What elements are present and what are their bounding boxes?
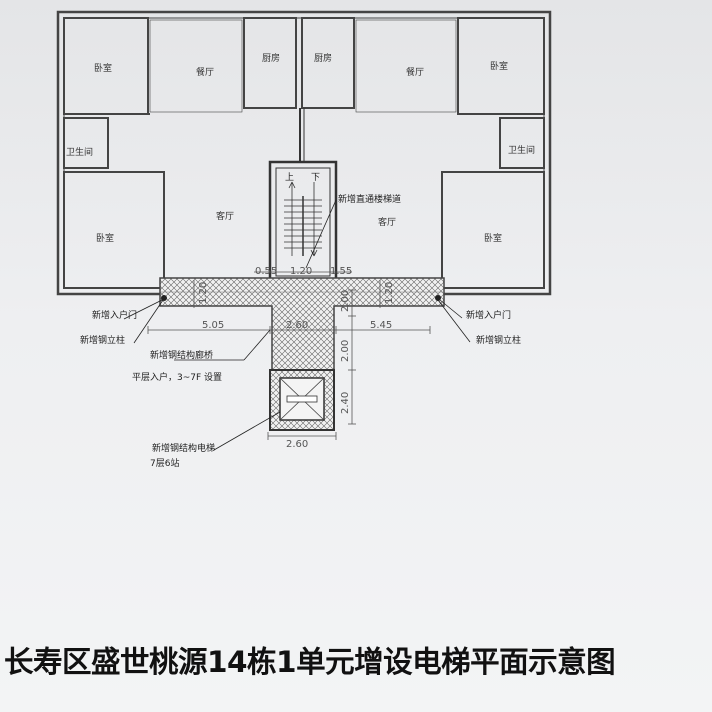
room-label-bathroom: 卫生间: [508, 144, 535, 156]
bathroom-right: [499, 117, 545, 169]
dim-label: 2.60: [286, 439, 308, 450]
room-label-bedroom: 卧室: [94, 62, 112, 74]
bathroom-left: [63, 117, 109, 169]
annotation-elevator-note: 7层6站: [150, 457, 179, 469]
room-label-living: 客厅: [216, 210, 234, 222]
room-label-living: 客厅: [378, 216, 396, 228]
annotation-new-column-right: 新增钢立柱: [476, 334, 521, 346]
leader-lines: [123, 199, 471, 451]
annotation-new-door-left: 新增入户门: [92, 309, 137, 321]
dim-label: 2.60: [286, 320, 308, 331]
room-label-bedroom: 卧室: [490, 60, 508, 72]
annotation-new-corridor: 新增钢结构廊桥: [150, 349, 213, 361]
room-label-dining: 餐厅: [196, 66, 214, 78]
annotation-new-door-right: 新增入户门: [466, 309, 511, 321]
stairwell: [268, 108, 338, 284]
room-label-kitchen: 厨房: [314, 52, 332, 64]
stair-label-up: 上: [285, 172, 294, 183]
annotation-new-passage: 新增直通楼梯道: [338, 193, 401, 205]
room-label-kitchen: 厨房: [262, 52, 280, 64]
room-label-bedroom: 卧室: [484, 232, 502, 244]
dim-label: 1.55: [330, 266, 352, 277]
steel-column-left: [161, 295, 167, 301]
room-label-dining: 餐厅: [406, 66, 424, 78]
steel-column-right: [435, 295, 441, 301]
dim-label: 2.00: [340, 290, 351, 312]
bedroom-bottom-left: [63, 171, 165, 289]
annotation-new-column-left: 新增钢立柱: [80, 334, 125, 346]
dim-label: 0.55: [255, 266, 277, 277]
elevator-shaft: [269, 369, 335, 431]
bedroom-bottom-right: [441, 171, 545, 289]
room-label-bathroom: 卫生间: [66, 146, 93, 158]
diagram-title: 长寿区盛世桃源14栋1单元增设电梯平面示意图: [4, 645, 616, 679]
stair-label-down: 下: [311, 173, 320, 183]
dim-label: 1.20: [198, 282, 209, 304]
dim-label: 2.00: [340, 340, 351, 362]
dim-label: 1.20: [290, 266, 312, 277]
dim-label: 1.20: [384, 282, 395, 304]
room-label-bedroom: 卧室: [96, 232, 114, 244]
annotation-new-elevator: 新增钢结构电梯: [152, 442, 215, 454]
dimension-lines: [147, 271, 431, 440]
dim-label: 5.05: [202, 320, 224, 331]
dim-label: 5.45: [370, 320, 392, 331]
annotation-corridor-note: 平层入户，3~7F 设置: [132, 371, 222, 383]
dim-label: 2.40: [340, 392, 351, 414]
